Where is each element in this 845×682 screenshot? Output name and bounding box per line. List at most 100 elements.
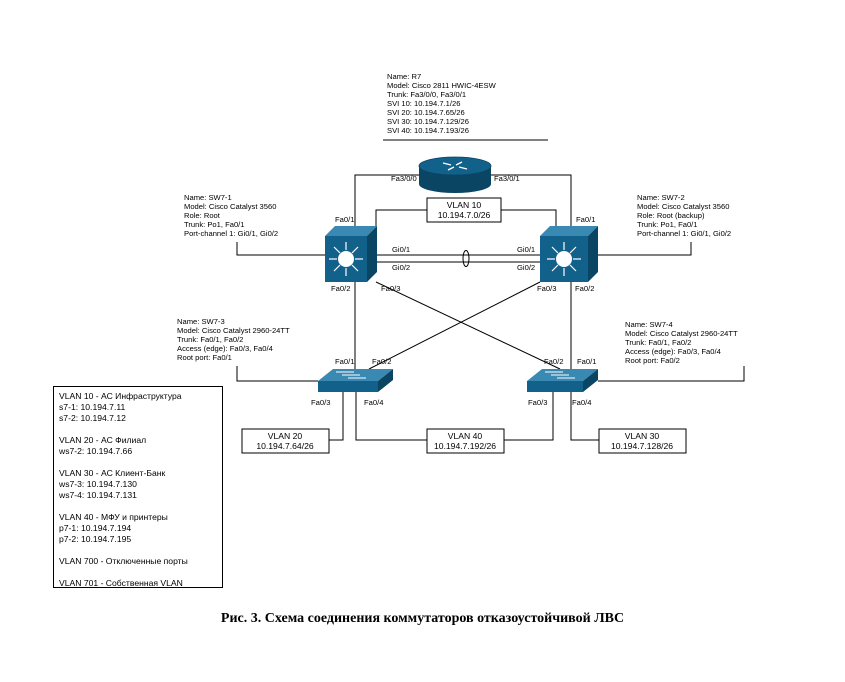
legend-spacer bbox=[59, 457, 217, 468]
r7-trunk: Trunk: Fa3/0/0, Fa3/0/1 bbox=[387, 90, 466, 99]
multilayer-switch-icon-sw2 bbox=[540, 226, 598, 282]
r7-svi10: SVI 10: 10.194.7.1/26 bbox=[387, 99, 460, 108]
legend-line: p7-1: 10.194.7.194 bbox=[59, 523, 132, 533]
vlan40-network: 10.194.7.192/26 bbox=[434, 441, 496, 451]
sw3-fa03: Fa0/3 bbox=[311, 398, 330, 407]
sw2-fa02: Fa0/2 bbox=[575, 284, 594, 293]
vlan30-title: VLAN 30 bbox=[625, 431, 660, 441]
link-sw1-sw4 bbox=[375, 281, 561, 370]
sw4-root-port: Root port: Fa0/2 bbox=[625, 356, 680, 365]
sw1-info: Name: SW7-1 Model: Cisco Catalyst 3560 R… bbox=[184, 193, 410, 293]
sw2-name: Name: SW7-2 bbox=[637, 193, 685, 202]
sw3-fa04: Fa0/4 bbox=[364, 398, 383, 407]
r7-model: Model: Cisco 2811 HWIC-4ESW bbox=[387, 81, 497, 90]
sw1-fa03: Fa0/3 bbox=[381, 284, 400, 293]
r7-port-left: Fa3/0/0 bbox=[391, 174, 417, 183]
sw1-model: Model: Cisco Catalyst 3560 bbox=[184, 202, 276, 211]
legend-line: s7-1: 10.194.7.11 bbox=[59, 402, 126, 412]
legend-line: VLAN 20 - АС Филиал bbox=[59, 435, 147, 445]
legend-line: VLAN 30 - АС Клиент-Банк bbox=[59, 468, 166, 478]
vlan-boxes bbox=[241, 197, 687, 454]
r7-name: Name: R7 bbox=[387, 72, 421, 81]
links bbox=[236, 139, 745, 441]
sw1-port-channel: Port-channel 1: Gi0/1, Gi0/2 bbox=[184, 229, 278, 238]
sw4-fa04: Fa0/4 bbox=[572, 398, 591, 407]
sw2-role: Role: Root (backup) bbox=[637, 211, 705, 220]
sw3-name: Name: SW7-3 bbox=[177, 317, 225, 326]
sw3-root-port: Root port: Fa0/1 bbox=[177, 353, 232, 362]
legend-spacer bbox=[59, 545, 217, 556]
sw3-access: Access (edge): Fa0/3, Fa0/4 bbox=[177, 344, 273, 353]
r7-svi20: SVI 20: 10.194.7.65/26 bbox=[387, 108, 465, 117]
switch-icon-sw3 bbox=[318, 369, 393, 392]
sw4-info-underline bbox=[598, 366, 745, 382]
sw4-fa02: Fa0/2 bbox=[544, 357, 563, 366]
vlan10-network: 10.194.7.0/26 bbox=[438, 210, 491, 220]
link-r7-sw2 bbox=[491, 174, 572, 226]
vlan20-box bbox=[241, 428, 330, 454]
link-r7-sw1 bbox=[354, 174, 419, 226]
sw2-model: Model: Cisco Catalyst 3560 bbox=[637, 202, 729, 211]
link-sw4-fa03-vlan40 bbox=[504, 392, 554, 441]
sw2-info-underline bbox=[597, 242, 692, 256]
multilayer-switch-icon-sw1 bbox=[325, 226, 377, 282]
legend-spacer bbox=[59, 424, 217, 435]
port-channel-ring bbox=[462, 250, 470, 267]
sw2-fa03: Fa0/3 bbox=[537, 284, 556, 293]
link-sw2-sw3 bbox=[368, 281, 541, 370]
sw4-info: Name: SW7-4 Model: Cisco Catalyst 2960-2… bbox=[528, 320, 738, 407]
sw4-fa01: Fa0/1 bbox=[577, 357, 596, 366]
sw4-access: Access (edge): Fa0/3, Fa0/4 bbox=[625, 347, 721, 356]
switch-icon-sw4 bbox=[527, 369, 598, 392]
legend-spacer bbox=[59, 501, 217, 512]
sw3-info-underline bbox=[236, 366, 318, 382]
sw2-gi02: Gi0/2 bbox=[517, 263, 535, 272]
router-icon bbox=[418, 156, 492, 193]
sw3-info: Name: SW7-3 Model: Cisco Catalyst 2960-2… bbox=[177, 317, 391, 407]
r7-svi40: SVI 40: 10.194.7.193/26 bbox=[387, 126, 469, 135]
vlan20-network: 10.194.7.64/26 bbox=[256, 441, 314, 451]
legend-line: ws7-2: 10.194.7.66 bbox=[59, 446, 133, 456]
r7-info: Name: R7 Model: Cisco 2811 HWIC-4ESW Tru… bbox=[387, 72, 520, 183]
sw2-info: Name: SW7-2 Model: Cisco Catalyst 3560 R… bbox=[517, 193, 731, 293]
sw1-role: Role: Root bbox=[184, 211, 221, 220]
vlan40-box bbox=[426, 428, 505, 454]
vlan20-title: VLAN 20 bbox=[268, 431, 303, 441]
sw4-name: Name: SW7-4 bbox=[625, 320, 673, 329]
sw4-fa03: Fa0/3 bbox=[528, 398, 547, 407]
sw4-model: Model: Cisco Catalyst 2960-24TT bbox=[625, 329, 738, 338]
vlan10-box bbox=[426, 197, 502, 223]
sw1-gi02: Gi0/2 bbox=[392, 263, 410, 272]
legend-line: VLAN 700 - Отключенные порты bbox=[59, 556, 188, 566]
legend-line: ws7-3: 10.194.7.130 bbox=[59, 479, 137, 489]
sw1-info-underline bbox=[236, 242, 334, 256]
sw3-fa02: Fa0/2 bbox=[372, 357, 391, 366]
sw3-model: Model: Cisco Catalyst 2960-24TT bbox=[177, 326, 290, 335]
vlan30-network: 10.194.7.128/26 bbox=[611, 441, 673, 451]
vlan10-title: VLAN 10 bbox=[447, 200, 482, 210]
legend-line: VLAN 10 - АС Инфраструктура bbox=[59, 391, 182, 401]
legend-spacer bbox=[59, 567, 217, 578]
legend-line: p7-2: 10.194.7.195 bbox=[59, 534, 132, 544]
sw3-trunk: Trunk: Fa0/1, Fa0/2 bbox=[177, 335, 243, 344]
sw4-trunk: Trunk: Fa0/1, Fa0/2 bbox=[625, 338, 691, 347]
legend-line: s7-2: 10.194.7.12 bbox=[59, 413, 126, 423]
sw1-gi01: Gi0/1 bbox=[392, 245, 410, 254]
sw1-fa02: Fa0/2 bbox=[331, 284, 350, 293]
vlan40-title: VLAN 40 bbox=[448, 431, 483, 441]
link-sw3-fa03-vlan20 bbox=[329, 392, 344, 441]
r7-port-right: Fa3/0/1 bbox=[494, 174, 520, 183]
sw1-name: Name: SW7-1 bbox=[184, 193, 232, 202]
sw2-port-channel: Port-channel 1: Gi0/1, Gi0/2 bbox=[637, 229, 731, 238]
vlan30-box bbox=[598, 428, 687, 454]
sw1-fa01: Fa0/1 bbox=[335, 215, 354, 224]
link-sw3-fa04-vlan40 bbox=[355, 392, 427, 441]
sw2-gi01: Gi0/1 bbox=[517, 245, 535, 254]
legend-line: VLAN 40 - МФУ и принтеры bbox=[59, 512, 168, 522]
r7-svi30: SVI 30: 10.194.7.129/26 bbox=[387, 117, 469, 126]
sw2-fa01: Fa0/1 bbox=[576, 215, 595, 224]
sw3-fa01: Fa0/1 bbox=[335, 357, 354, 366]
figure-caption: Рис. 3. Схема соединения коммутаторов от… bbox=[220, 611, 625, 626]
